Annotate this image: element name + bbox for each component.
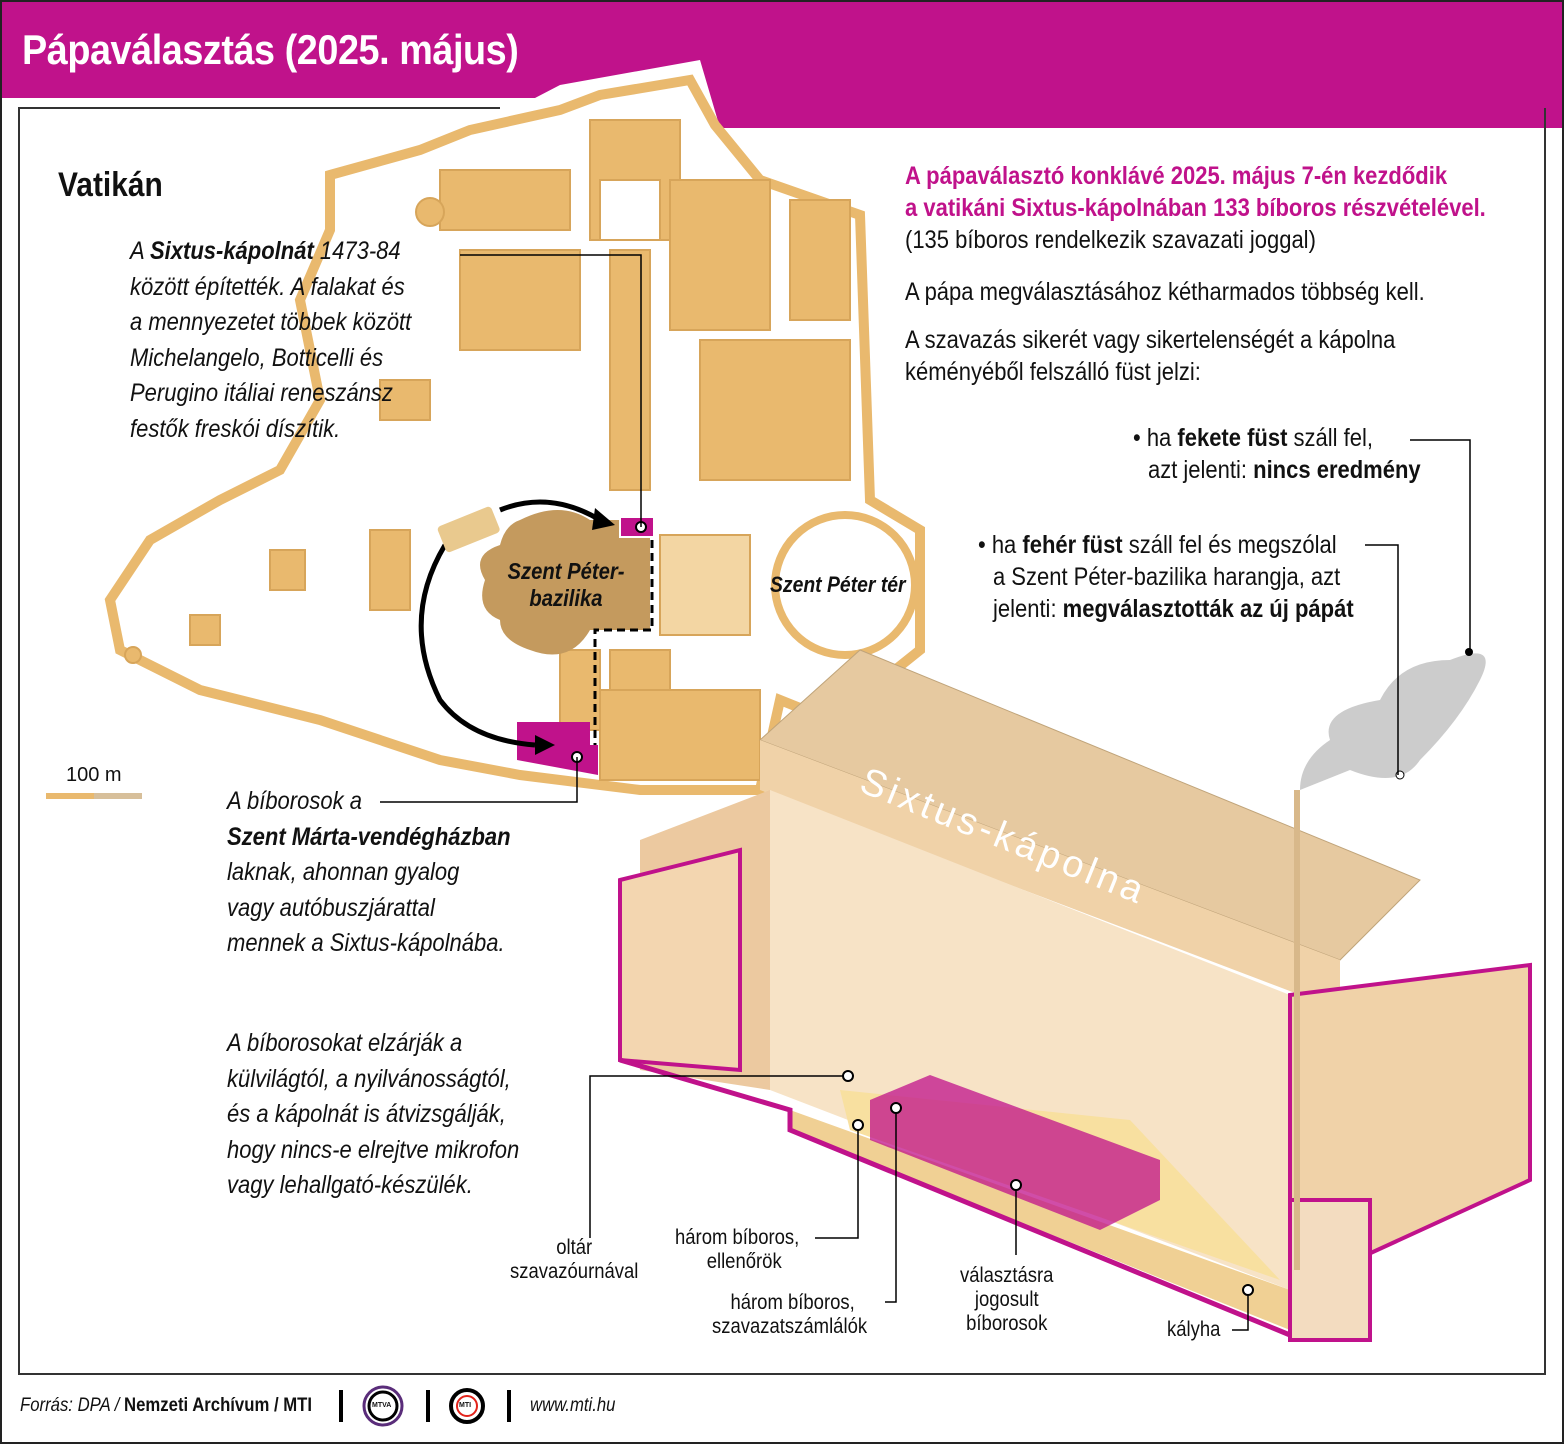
- note-line: külvilágtól, a nyilvánosságtól,: [227, 1064, 511, 1093]
- info-majority: A pápa megválasztásához kétharmados több…: [905, 278, 1425, 306]
- bus-route-arrow: [418, 543, 536, 748]
- note-line: a mennyezetet többek között: [130, 308, 412, 336]
- basilica-label: Szent Péter-bazilika: [500, 558, 632, 612]
- note-line: vagy autóbuszjárattal: [227, 893, 435, 922]
- source-text: Forrás: DPA /: [20, 1395, 125, 1416]
- note-text: • ha: [1133, 424, 1178, 452]
- sixtus-note: A Sixtus-kápolnát 1473-84 között épített…: [130, 234, 411, 447]
- note-line: festők freskói díszítik.: [130, 414, 341, 443]
- basilica-label-line: Szent Péter-: [507, 558, 625, 584]
- square-label: Szent Péter tér: [770, 572, 906, 597]
- bus-icon: [437, 506, 500, 553]
- content-frame: [18, 108, 1546, 1375]
- title-banner: [0, 0, 1564, 128]
- info-sub: (135 bíboros rendelkezik szavazati jogga…: [905, 226, 1316, 254]
- info-smoke-line: kéményéből felszálló füst jelzi:: [905, 358, 1201, 386]
- note-line: Perugino itáliai reneszánsz: [130, 379, 393, 407]
- note-text: azt jelenti:: [1147, 456, 1254, 484]
- note-line: Michelangelo, Botticelli és: [130, 343, 384, 372]
- note-line: vagy lehallgató-készülék.: [227, 1171, 473, 1199]
- note-line: A bíborosok a: [227, 787, 362, 815]
- basilica-shape: [480, 510, 650, 655]
- note-text: • ha: [978, 531, 1023, 559]
- walking-route: [593, 540, 654, 745]
- source-credit: Forrás: DPA / Nemzeti Archívum / MTI: [20, 1395, 312, 1417]
- note-line: hogy nincs-e elrejtve mikrofon: [227, 1135, 520, 1164]
- note-bold: Sixtus-kápolnát: [149, 237, 314, 265]
- label-stove: kályha: [1167, 1318, 1221, 1341]
- headline-line: A pápaválasztó konklávé 2025. május 7-én…: [905, 162, 1448, 190]
- note-bold: fehér füst: [1022, 531, 1123, 559]
- note-line: laknak, ahonnan gyalog: [227, 858, 460, 886]
- sistine-chapel-illustration: [618, 648, 1532, 1342]
- scale-label: 100 m: [66, 764, 122, 786]
- source-bold: Nemzeti Archívum / MTI: [124, 1395, 313, 1416]
- note-line: a Szent Péter-bazilika harangja, azt: [992, 563, 1341, 591]
- mti-logo-text: MTI: [459, 1402, 472, 1409]
- map-region-label: Vatikán: [58, 166, 163, 204]
- note-bold: Szent Márta-vendégházban: [227, 822, 511, 851]
- label-checkers: három bíboros,ellenőrök: [675, 1226, 800, 1273]
- note-line: és a kápolnát is átvizsgálják,: [227, 1100, 506, 1128]
- note-text: száll fel,: [1287, 424, 1374, 452]
- scale-bar: [46, 793, 94, 799]
- cardinals-seating: [870, 1075, 1160, 1230]
- isolation-note: A bíborosokat elzárják a külvilágtól, a n…: [227, 1026, 519, 1204]
- basilica-label-line: bazilika: [529, 585, 603, 611]
- note-bold: fekete füst: [1177, 424, 1288, 452]
- note-text: jelenti:: [992, 595, 1063, 623]
- note-line: között építették. A falakat és: [130, 272, 405, 301]
- website-link[interactable]: www.mti.hu: [530, 1395, 616, 1416]
- note-text: A: [130, 237, 150, 265]
- mtva-logo-text: MTVA: [372, 1402, 392, 1409]
- mti-logo: [449, 1388, 485, 1424]
- note-text: száll fel és megszólal: [1122, 531, 1337, 559]
- white-smoke-note: • ha fehér füst száll fel és megszólal a…: [978, 529, 1354, 625]
- note-bold: nincs eredmény: [1253, 456, 1421, 484]
- note-line: A bíborosokat elzárják a: [227, 1029, 463, 1057]
- headline-line: a vatikáni Sixtus-kápolnában 133 bíboros…: [905, 194, 1486, 222]
- info-smoke-line: A szavazás sikerét vagy sikertelenségét …: [905, 326, 1396, 354]
- smoke-cloud: [1300, 653, 1486, 790]
- marta-note: A bíborosok a Szent Márta-vendégházban la…: [227, 784, 511, 962]
- page-title: Pápaválasztás (2025. május): [22, 26, 519, 73]
- vatican-map: [104, 74, 925, 795]
- note-bold: megválasztották az új pápát: [1062, 595, 1354, 623]
- return-route-arrow: [499, 499, 602, 523]
- note-line: mennek a Sixtus-kápolnába.: [227, 929, 505, 957]
- note-text: 1473-84: [313, 237, 401, 265]
- info-block: A pápaválasztó konklávé 2025. május 7-én…: [905, 160, 1486, 388]
- black-smoke-note: • ha fekete füst száll fel, azt jelenti:…: [1133, 422, 1421, 486]
- label-counters: három bíboros,szavazatszámlálók: [712, 1291, 868, 1338]
